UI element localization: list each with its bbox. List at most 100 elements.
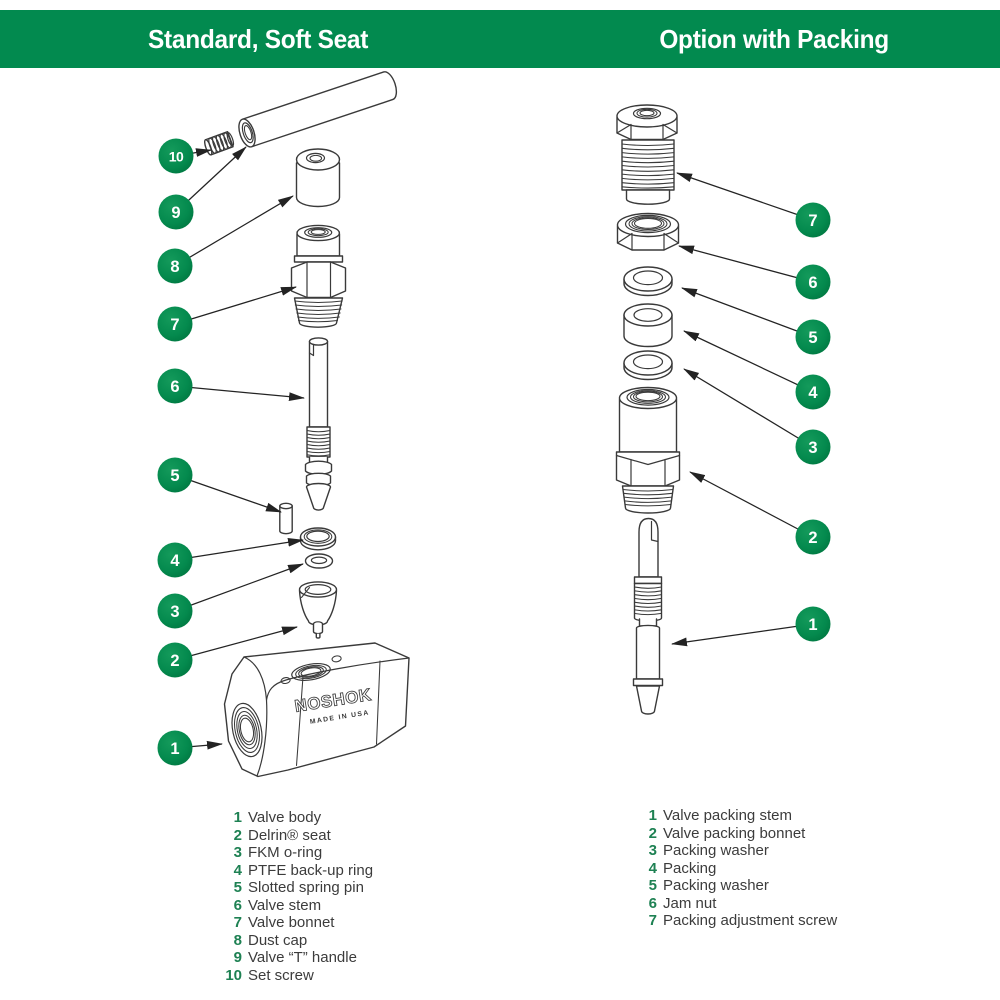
legend-item-label: Packing	[663, 859, 717, 877]
right-diagram-title-text: Option with Packing	[659, 24, 889, 54]
legend-item-label: Valve “T” handle	[248, 949, 357, 966]
legend-item-label: Valve packing stem	[663, 807, 792, 824]
svg-text:1: 1	[170, 740, 179, 758]
svg-text:5: 5	[170, 467, 179, 485]
legend-item-number: 3	[233, 844, 242, 861]
callout-7: 7	[157, 306, 193, 342]
legend-item-label: Valve stem	[248, 896, 322, 914]
legend-item-number: 9	[233, 949, 242, 966]
legend-item: 6 Valve stem	[218, 897, 373, 915]
left-parts-legend: 1 Valve body 2 Delrin® seat 3 FKM o-ring…	[218, 809, 373, 984]
slotted-spring-pin-drawing	[279, 502, 293, 535]
callout-1: 1	[795, 606, 831, 642]
valve-packing-bonnet-drawing	[615, 386, 681, 514]
left-exploded-view: NOSHOK MADE IN USA 10	[157, 71, 410, 778]
legend-item: 6 Jam nut	[633, 895, 837, 913]
legend-item-number: 7	[233, 914, 242, 931]
valve-body-drawing: NOSHOK MADE IN USA	[223, 642, 410, 778]
legend-item-number: 1	[648, 807, 657, 824]
legend-item-label: Set screw	[248, 966, 314, 984]
packing-adjustment-screw-drawing	[616, 104, 678, 205]
legend-item-label: Slotted spring pin	[248, 879, 364, 896]
valve-bonnet-drawing	[290, 224, 347, 328]
callout-7: 7	[795, 202, 831, 238]
left-diagram-title: Standard, Soft Seat	[58, 10, 458, 68]
legend-item-number: 4	[648, 859, 657, 877]
legend-item-label: FKM o-ring	[248, 844, 323, 861]
valve-packing-stem-drawing	[632, 517, 664, 715]
callout-2: 2	[157, 642, 193, 678]
callout-8: 8	[157, 248, 193, 284]
svg-text:3: 3	[170, 603, 179, 621]
header-bar: Standard, Soft Seat Option with Packing	[0, 10, 1000, 68]
left-callouts: 10 9 8 7 6 5 4 3 2 1	[157, 138, 194, 766]
legend-item-label: Packing washer	[663, 842, 769, 859]
svg-text:4: 4	[170, 552, 180, 570]
svg-text:2: 2	[170, 652, 179, 670]
legend-item-number: 6	[648, 894, 657, 912]
callout-1: 1	[157, 730, 193, 766]
legend-item-number: 6	[233, 896, 242, 914]
legend-item-number: 2	[648, 824, 657, 842]
legend-item: 4 PTFE back-up ring	[218, 862, 373, 880]
legend-item: 1 Valve packing stem	[633, 807, 837, 825]
legend-item: 10 Set screw	[218, 967, 373, 985]
svg-text:7: 7	[808, 212, 817, 230]
legend-item: 7 Packing adjustment screw	[633, 912, 838, 930]
ptfe-backup-ring-drawing	[299, 527, 337, 551]
callout-3: 3	[795, 429, 831, 465]
packing-washer-top-drawing	[623, 266, 673, 297]
legend-item-number: 10	[225, 966, 242, 984]
left-callout-arrows	[174, 146, 305, 750]
callout-3: 3	[157, 593, 193, 629]
legend-item-label: Jam nut	[663, 894, 717, 912]
svg-text:3: 3	[808, 439, 817, 457]
right-callout-arrows	[671, 172, 814, 647]
svg-text:1: 1	[808, 616, 817, 634]
jam-nut-drawing	[616, 212, 680, 251]
legend-item: 8 Dust cap	[218, 932, 373, 950]
legend-item-label: Dust cap	[248, 931, 308, 949]
legend-item-number: 2	[233, 826, 242, 844]
svg-text:9: 9	[171, 204, 180, 222]
callout-5: 5	[157, 457, 193, 493]
callout-2: 2	[795, 519, 831, 555]
svg-text:7: 7	[170, 316, 179, 334]
right-diagram-title: Option with Packing	[574, 10, 974, 68]
callout-4: 4	[157, 542, 193, 578]
left-diagram-title-text: Standard, Soft Seat	[147, 24, 369, 54]
right-parts-legend: 1 Valve packing stem 2 Valve packing bon…	[633, 807, 838, 930]
svg-text:8: 8	[170, 258, 179, 276]
legend-item: 2 Valve packing bonnet	[633, 825, 837, 843]
set-screw-drawing	[204, 131, 235, 156]
callout-4: 4	[795, 374, 831, 410]
legend-item: 7 Valve bonnet	[218, 914, 373, 932]
packing-washer-bottom-drawing	[623, 350, 673, 381]
legend-item: 3 Packing washer	[633, 842, 837, 860]
dust-cap-drawing	[295, 148, 341, 208]
legend-item: 5 Slotted spring pin	[218, 879, 373, 897]
right-exploded-view: 7 6 5 4 3 2 1	[615, 104, 831, 715]
legend-item-label: Packing washer	[663, 877, 769, 894]
legend-item-number: 8	[233, 931, 242, 949]
legend-item-label: Valve body	[248, 809, 322, 826]
svg-text:5: 5	[808, 329, 817, 347]
valve-stem-drawing	[304, 337, 333, 511]
fkm-oring-drawing	[304, 553, 334, 569]
legend-item-number: 3	[648, 842, 657, 859]
legend-item-number: 1	[233, 809, 242, 826]
legend-item-label: Valve bonnet	[248, 914, 335, 931]
legend-item-number: 5	[648, 877, 657, 894]
legend-item-number: 7	[648, 912, 657, 929]
legend-item-label: Packing adjustment screw	[663, 912, 838, 929]
legend-item-number: 5	[233, 879, 242, 896]
svg-text:2: 2	[808, 529, 817, 547]
legend-item: 3 FKM o-ring	[218, 844, 373, 862]
valve-t-handle-drawing	[238, 71, 398, 148]
delrin-seat-drawing	[298, 581, 338, 639]
svg-text:6: 6	[170, 378, 179, 396]
legend-item: 2 Delrin® seat	[218, 827, 373, 845]
packing-drawing	[623, 303, 673, 348]
